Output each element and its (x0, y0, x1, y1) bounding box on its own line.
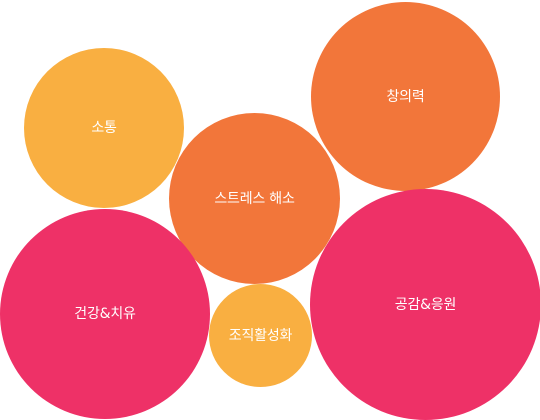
bubble-stress-relief: 스트레스 해소 (169, 113, 340, 284)
bubble-org-activation: 조직활성화 (209, 284, 312, 387)
bubble-label-stress-relief: 스트레스 해소 (214, 190, 295, 207)
bubble-label-org-activation: 조직활성화 (228, 327, 293, 344)
bubble-sotong: 소통 (24, 48, 184, 208)
bubble-health-healing: 건강&치유 (0, 209, 210, 419)
bubble-changui: 창의력 (311, 2, 500, 191)
bubble-label-sotong: 소통 (91, 120, 117, 136)
bubble-label-health-healing: 건강&치유 (74, 306, 136, 322)
bubble-empathy-cheer: 공감&응원 (310, 189, 540, 420)
bubble-label-empathy-cheer: 공감&응원 (394, 296, 457, 313)
bubble-label-changui: 창의력 (386, 88, 425, 105)
